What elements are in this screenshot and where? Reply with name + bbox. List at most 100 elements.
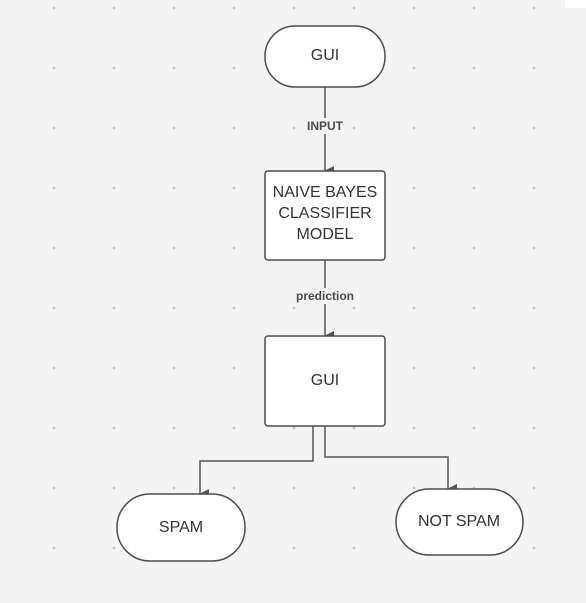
- grid-dot: [172, 366, 176, 370]
- grid-dot: [292, 306, 296, 310]
- grid-dot: [532, 546, 536, 550]
- node-classifier-line-2: CLASSIFIER: [278, 205, 371, 222]
- edge-label-input: INPUT: [307, 119, 344, 133]
- grid-dot: [532, 426, 536, 430]
- grid-dot: [532, 126, 536, 130]
- grid-dot: [232, 306, 236, 310]
- grid-dot: [52, 546, 56, 550]
- grid-dot: [532, 66, 536, 70]
- grid-dot: [172, 246, 176, 250]
- edge-to-not-spam: [324, 426, 457, 494]
- grid-dot: [352, 426, 356, 430]
- grid-dot: [232, 186, 236, 190]
- grid-dot: [52, 306, 56, 310]
- edge-labels: INPUT prediction: [291, 118, 359, 304]
- edge-label-prediction: prediction: [296, 289, 354, 303]
- canvas-corner-white: [565, 0, 586, 8]
- grid-dot: [472, 6, 476, 10]
- node-gui-input-label: GUI: [311, 47, 339, 64]
- grid-dot: [532, 366, 536, 370]
- grid-dot: [472, 246, 476, 250]
- grid-dot: [232, 426, 236, 430]
- grid-dot: [52, 66, 56, 70]
- grid-dot: [412, 66, 416, 70]
- grid-dot: [412, 246, 416, 250]
- edge-label-prediction-bg: [291, 288, 359, 304]
- grid-dot: [352, 306, 356, 310]
- node-not-spam-shape[interactable]: [395, 488, 524, 556]
- node-not-spam-label: NOT SPAM: [418, 513, 500, 530]
- grid-dot: [52, 426, 56, 430]
- node-classifier-shape[interactable]: [264, 170, 386, 261]
- node-gui-result[interactable]: GUI: [264, 335, 386, 427]
- grid-dot: [112, 426, 116, 430]
- node-spam[interactable]: SPAM: [116, 493, 246, 562]
- grid-dot: [532, 246, 536, 250]
- grid-dot: [292, 126, 296, 130]
- grid-dot: [292, 6, 296, 10]
- grid-dot: [412, 366, 416, 370]
- edge-label-input-bg: [302, 118, 348, 134]
- grid-dot: [52, 6, 56, 10]
- grid-dot: [412, 186, 416, 190]
- grid-dot: [532, 6, 536, 10]
- grid-dot: [52, 246, 56, 250]
- grid-dot: [52, 366, 56, 370]
- grid-dot: [472, 426, 476, 430]
- grid-dot: [472, 306, 476, 310]
- node-gui-input-shape[interactable]: [264, 25, 386, 88]
- node-spam-shape[interactable]: [116, 493, 246, 562]
- grid-dot: [352, 126, 356, 130]
- grid-dot: [172, 6, 176, 10]
- grid-dot: [412, 426, 416, 430]
- grid-dot: [232, 366, 236, 370]
- grid-dot: [112, 486, 116, 490]
- grid-dot: [112, 6, 116, 10]
- grid-dot: [472, 126, 476, 130]
- node-classifier[interactable]: NAIVE BAYES CLASSIFIER MODEL: [264, 170, 386, 261]
- grid-dot: [172, 486, 176, 490]
- grid-dot: [472, 66, 476, 70]
- grid-dot: [112, 186, 116, 190]
- node-spam-label: SPAM: [159, 519, 203, 536]
- grid-dot: [112, 366, 116, 370]
- grid-dot: [172, 186, 176, 190]
- grid-dot: [232, 126, 236, 130]
- grid-dot: [232, 246, 236, 250]
- edge-to-spam: [199, 426, 314, 499]
- grid-dot: [292, 546, 296, 550]
- grid-dot: [352, 6, 356, 10]
- grid-dot: [112, 126, 116, 130]
- grid-dot: [172, 426, 176, 430]
- grid-dot: [232, 66, 236, 70]
- grid-dot: [352, 546, 356, 550]
- grid-dot: [412, 486, 416, 490]
- grid-dot: [232, 486, 236, 490]
- node-gui-input[interactable]: GUI: [264, 25, 386, 88]
- node-classifier-line-3: MODEL: [297, 226, 354, 243]
- node-gui-result-shape[interactable]: [264, 335, 386, 427]
- grid-dot: [412, 126, 416, 130]
- node-not-spam[interactable]: NOT SPAM: [395, 488, 524, 556]
- grid-dot: [292, 426, 296, 430]
- grid-dot: [172, 306, 176, 310]
- node-gui-result-label: GUI: [311, 372, 339, 389]
- grid-dot: [112, 66, 116, 70]
- grid-dot: [52, 186, 56, 190]
- grid-dot: [52, 486, 56, 490]
- grid-dot: [112, 546, 116, 550]
- grid-dot: [352, 486, 356, 490]
- grid-dot: [112, 306, 116, 310]
- grid-dot: [172, 126, 176, 130]
- grid-dot: [412, 6, 416, 10]
- grid-dot: [412, 306, 416, 310]
- grid-dot: [232, 6, 236, 10]
- grid-dot: [532, 186, 536, 190]
- grid-dot: [472, 186, 476, 190]
- node-classifier-line-1: NAIVE BAYES: [273, 184, 378, 201]
- grid-dot: [472, 366, 476, 370]
- grid-dot: [532, 306, 536, 310]
- grid-dot: [532, 486, 536, 490]
- grid-dot: [52, 126, 56, 130]
